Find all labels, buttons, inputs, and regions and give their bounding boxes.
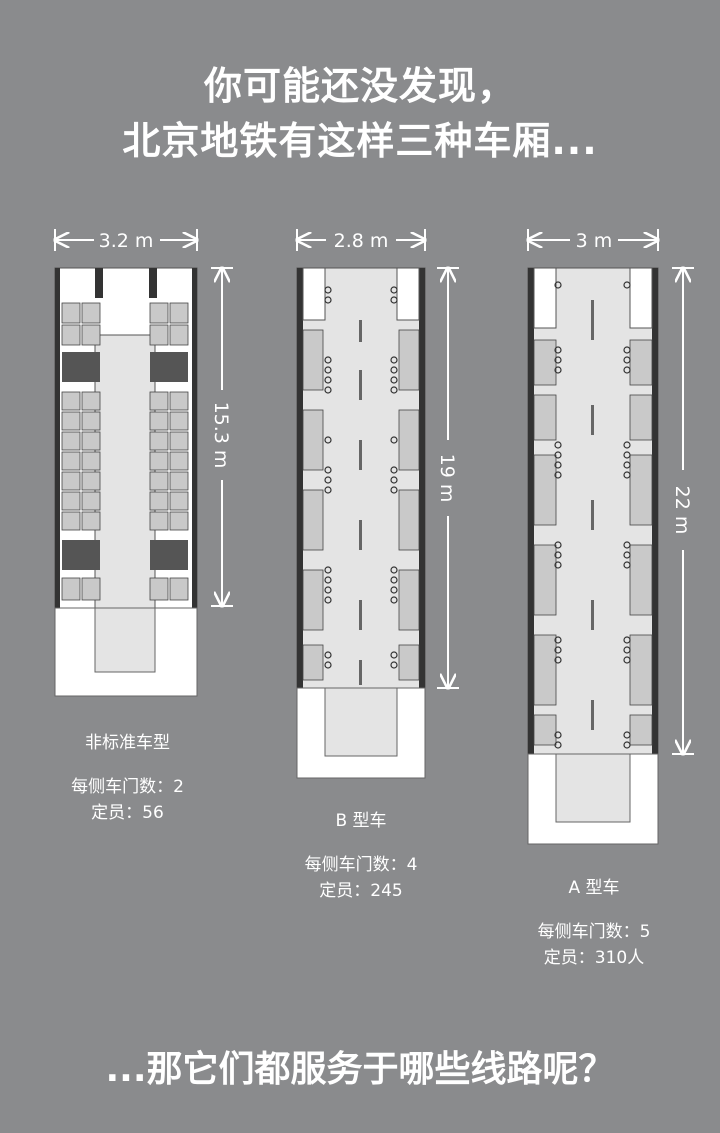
car3-length-dimension: 22 m [671, 268, 694, 754]
headline-line-1: 你可能还没发现， [203, 64, 516, 108]
car1-length-label: 15.3 m [210, 402, 232, 469]
car1-width-label: 3.2 m [99, 230, 154, 252]
car3-width-dimension: 3 m [528, 229, 658, 252]
headline-line-2: 北京地铁有这样三种车厢... [122, 119, 598, 163]
car2-caption: B 型车 每侧车门数：4 定员：245 [272, 808, 450, 904]
car1-doors-label: 每侧车门数：2 [71, 777, 184, 797]
car1-capacity-label: 定员：56 [91, 803, 164, 823]
car2-length-dimension: 19 m [436, 268, 459, 688]
car3-width-label: 3 m [576, 230, 613, 252]
car1-length-dimension: 15.3 m [210, 268, 233, 606]
car3-type-label: A 型车 [568, 878, 620, 898]
car3-capacity-label: 定员：310人 [543, 948, 645, 968]
car1-type-label: 非标准车型 [85, 733, 170, 753]
car3-length-label: 22 m [671, 486, 693, 535]
car2-width-label: 2.8 m [334, 230, 389, 252]
footer-question: ...那它们都服务于哪些线路呢？ [105, 1049, 615, 1090]
car2-length-label: 19 m [436, 454, 458, 503]
car-nonstandard [54, 267, 198, 697]
car2-capacity-label: 定员：245 [319, 881, 403, 901]
car-b-type [296, 267, 426, 779]
car1-caption: 非标准车型 每侧车门数：2 定员：56 [40, 730, 215, 826]
car3-doors-label: 每侧车门数：5 [537, 922, 651, 942]
car2-width-dimension: 2.8 m [297, 229, 425, 252]
car3-caption: A 型车 每侧车门数：5 定员：310人 [505, 875, 683, 971]
car-a-type [527, 267, 659, 845]
car1-width-dimension: 3.2 m [55, 229, 197, 252]
car2-type-label: B 型车 [335, 811, 387, 831]
car2-doors-label: 每侧车门数：4 [304, 855, 418, 875]
